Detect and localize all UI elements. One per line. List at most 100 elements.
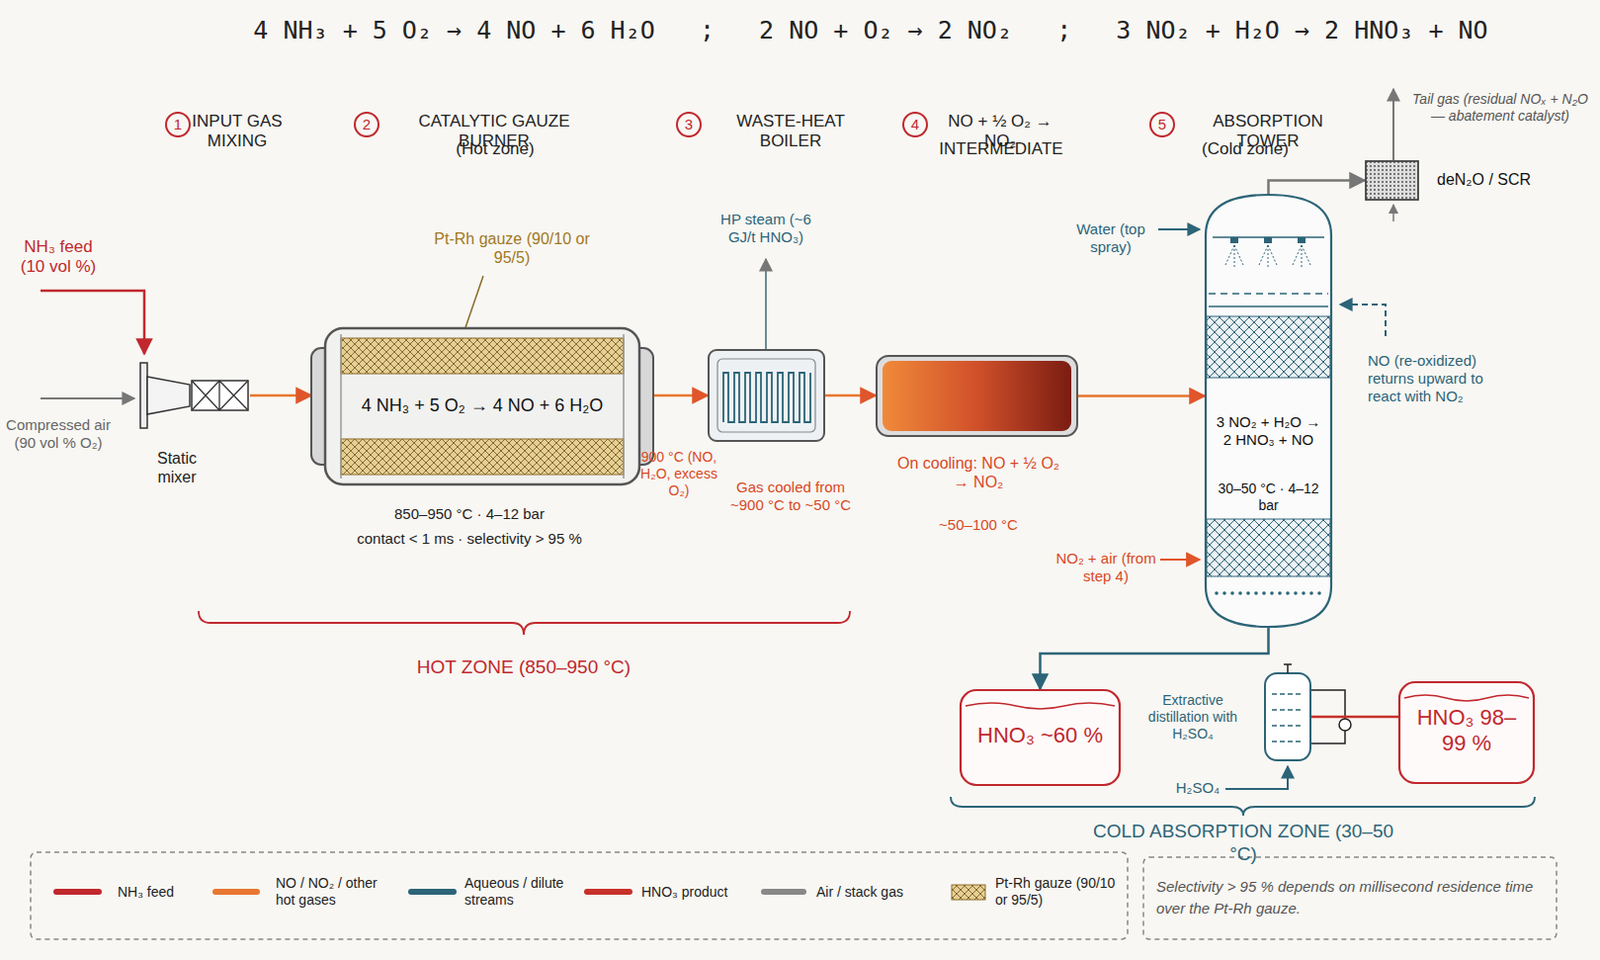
flow-connector	[1311, 715, 1399, 719]
rect-shape	[325, 328, 640, 485]
rect-shape	[140, 362, 148, 428]
unit-shape	[1204, 193, 1333, 628]
callout-number: 4	[902, 111, 928, 138]
rect-shape	[1263, 237, 1272, 244]
legend-swatch	[408, 888, 457, 895]
process-unit: 3 NO₂ + H₂O → 2 HNO₃ + NO30–50 °C · 4–12…	[1204, 193, 1333, 628]
path-shape	[1392, 204, 1395, 222]
legend-text: NH₃ feed	[117, 883, 197, 901]
path-shape	[1404, 694, 1529, 701]
rect-shape	[951, 884, 986, 900]
process-unit: Static mixer	[140, 362, 251, 428]
label-text: COLD ABSORPTION ZONE (30–50 °C)	[1080, 820, 1407, 866]
rect-shape	[882, 360, 1072, 431]
process-unit: deN₂O / SCR	[1364, 160, 1420, 201]
label-text: (Hot zone)	[435, 139, 555, 160]
label-text: Pt-Rh gauze (90/10 or 95/5)	[427, 229, 596, 267]
unit-shape	[707, 348, 826, 442]
circle-shape	[1254, 590, 1259, 595]
rect-shape	[1399, 681, 1534, 783]
unit-text: Gas cooled from ~900 °C to ~50 °C	[726, 478, 855, 514]
rect-shape	[1365, 161, 1419, 200]
path-shape	[147, 376, 190, 415]
rect-shape	[1206, 518, 1331, 577]
path-shape	[950, 796, 1535, 816]
circle-shape	[1339, 718, 1351, 731]
rect-shape	[1230, 237, 1239, 244]
path-shape	[1208, 292, 1329, 295]
label-text: (Cold zone)	[1185, 139, 1305, 160]
path-shape	[40, 290, 145, 354]
label-text: INPUT GAS MIXING	[180, 111, 295, 153]
rect-shape	[876, 355, 1078, 436]
process-unit: HNO₃ 98–99 %	[1398, 680, 1535, 784]
process-unit: HNO₃ ~60 %	[959, 688, 1121, 786]
rect-shape	[1297, 237, 1306, 244]
rect-shape	[340, 337, 624, 374]
flow-connector	[1268, 180, 1366, 195]
path-shape	[1311, 730, 1346, 744]
legend-swatch	[584, 888, 633, 895]
path-shape	[1311, 689, 1346, 719]
label-text: 900 °C (NO, H₂O, excess O₂)	[638, 448, 720, 499]
rect-shape	[1143, 856, 1557, 939]
label-text: Tail gas (residual NOₓ + N₂O — abatement…	[1406, 90, 1595, 125]
flow-connector	[653, 394, 708, 398]
circle-shape	[1317, 590, 1322, 595]
unit-text: Extractive distillation with H₂SO₄	[1137, 691, 1249, 742]
flow-connector	[1078, 394, 1205, 398]
circle-shape	[1214, 590, 1219, 595]
flow-connector	[250, 394, 312, 398]
legend-text: Air / stack gas	[816, 883, 935, 901]
path-shape	[1292, 245, 1311, 267]
path-shape	[1283, 664, 1292, 674]
legend-swatch	[212, 888, 260, 895]
path-shape	[1225, 765, 1288, 789]
circle-shape	[1285, 590, 1290, 595]
legend-swatch	[760, 888, 807, 895]
circle-shape	[1309, 590, 1314, 595]
label-text: NO₂ + air (from step 4)	[1055, 549, 1157, 586]
circle-shape	[1230, 590, 1235, 595]
path-shape	[1392, 88, 1395, 161]
path-shape	[1208, 305, 1329, 308]
path-shape	[1205, 194, 1332, 627]
unit-shape	[140, 362, 251, 428]
path-shape	[1160, 558, 1200, 561]
process-unit: Gas cooled from ~900 °C to ~50 °C	[707, 348, 826, 442]
callout-number: 1	[165, 111, 191, 138]
circle-shape	[1222, 590, 1227, 595]
circle-shape	[1246, 590, 1251, 595]
label-text: HOT ZONE (850–950 °C)	[395, 656, 653, 679]
rect-shape	[191, 380, 249, 411]
path-shape	[1340, 304, 1386, 337]
process-unit: 4 NH₃ + 5 O₂ → 4 NO + 6 H₂O	[311, 324, 654, 489]
process-unit: Extractive distillation with H₂SO₄	[1263, 672, 1312, 761]
circle-shape	[1301, 590, 1306, 595]
circle-shape	[1262, 590, 1266, 595]
unit-text: deN₂O / SCR	[1436, 169, 1556, 189]
circle-shape	[1269, 590, 1274, 595]
label-text: H₂SO₄	[1173, 778, 1223, 797]
unit-text: On cooling: NO + ½ O₂ → NO₂	[894, 453, 1063, 492]
rect-shape	[960, 689, 1120, 785]
path-shape	[723, 372, 811, 422]
caption: Selectivity > 95 % depends on millisecon…	[1156, 875, 1547, 921]
unit-shape	[875, 354, 1079, 437]
label-text: NO (re-oxidized) returns upward to react…	[1367, 351, 1493, 406]
unit-text: 3 NO₂ + H₂O → 2 HNO₃ + NO	[1210, 413, 1327, 449]
callout-number: 2	[353, 111, 380, 138]
flow-connector	[825, 394, 876, 398]
callout-number: 5	[1149, 111, 1176, 138]
rect-shape	[708, 349, 825, 441]
path-shape	[40, 397, 135, 400]
title: 4 NH₃ + 5 O₂ → 4 NO + 6 H₂O ; 2 NO + O₂ …	[252, 15, 1488, 45]
label-text: Compressed air (90 vol % O₂)	[2, 416, 114, 452]
label-text: NH₃ feed (10 vol %)	[10, 237, 106, 278]
rect-shape	[30, 851, 1128, 939]
label-text: ~50–100 °C	[919, 515, 1038, 534]
circle-shape	[1293, 590, 1298, 595]
unit-text: Static mixer	[142, 448, 212, 487]
unit-shape	[1263, 672, 1312, 761]
process-unit: On cooling: NO + ½ O₂ → NO₂	[875, 354, 1079, 437]
